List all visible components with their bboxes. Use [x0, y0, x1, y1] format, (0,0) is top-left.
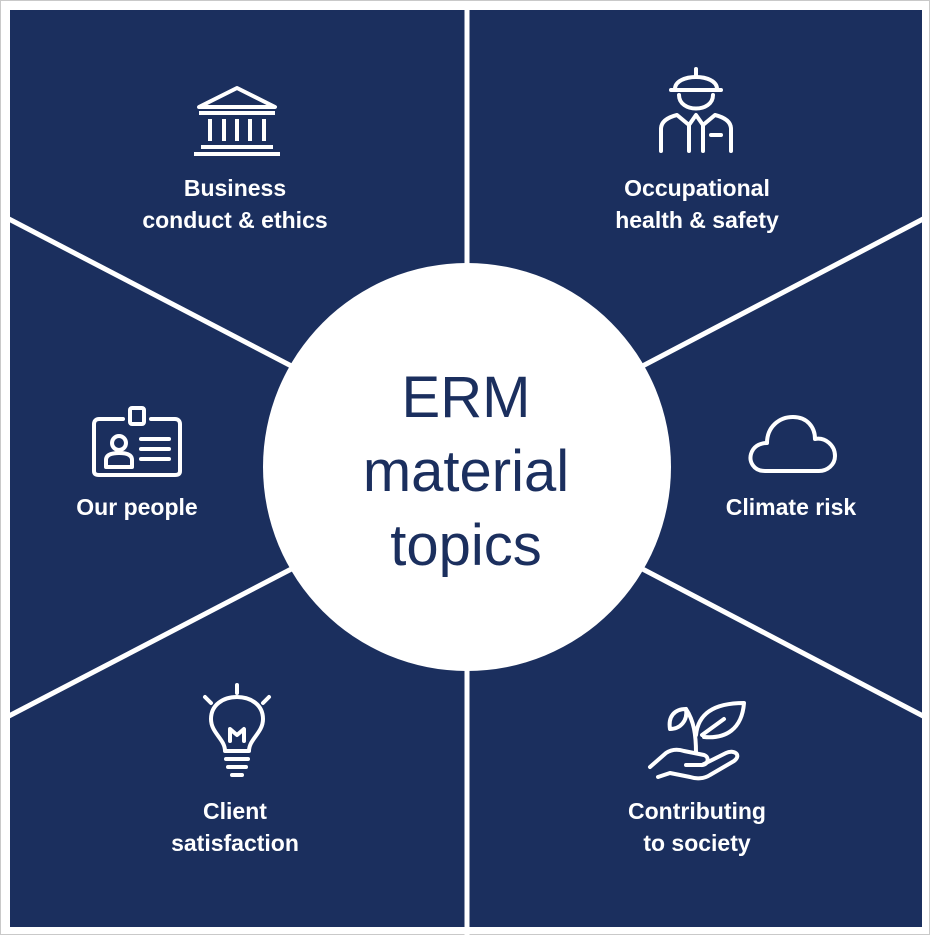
lightbulb-icon: [197, 681, 277, 779]
bank-building-icon: [191, 85, 283, 159]
hand-plant-icon: [646, 695, 750, 781]
cloud-icon: [747, 411, 839, 477]
topic-label-occupational-health: Occupational health & safety: [615, 175, 779, 233]
topic-label-contributing-society: Contributing to society: [628, 798, 766, 856]
divider-upper-left: [5, 215, 303, 374]
topic-label-client-satisfaction: Client satisfaction: [171, 798, 299, 856]
hardhat-worker-icon: [653, 63, 739, 155]
center-title: ERM material topics: [362, 365, 570, 578]
id-badge-icon: [91, 405, 183, 477]
divider-lower-left: [5, 561, 303, 720]
topic-label-climate-risk: Climate risk: [725, 494, 857, 520]
divider-lower-right: [631, 561, 927, 720]
topic-label-our-people: Our people: [76, 494, 198, 520]
center-circle: [263, 263, 671, 671]
divider-upper-right: [631, 215, 927, 374]
topic-label-business-conduct: Business conduct & ethics: [142, 175, 328, 233]
